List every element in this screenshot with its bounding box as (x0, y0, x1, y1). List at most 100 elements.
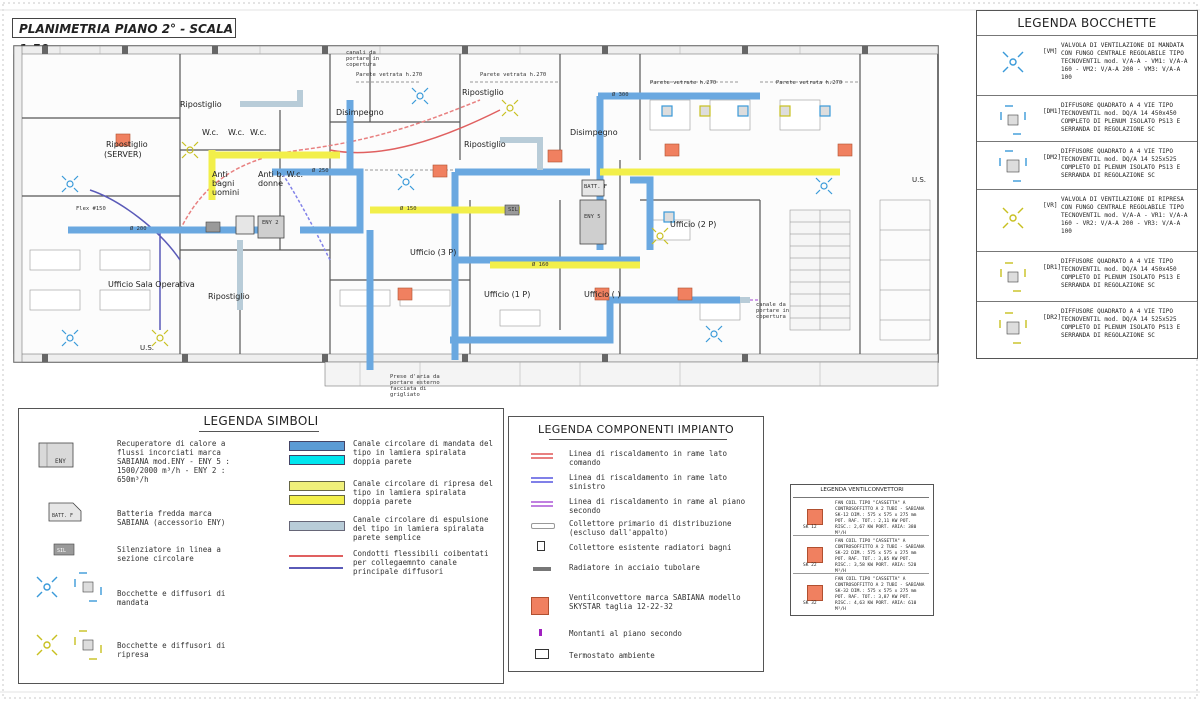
sil-label: SIL (508, 207, 518, 213)
bocchette-desc-dm2: DIFFUSORE QUADRATO A 4 VIE TIPO TECNOVEN… (1061, 148, 1181, 179)
ventil-tag-sk12: SK 12 (803, 525, 817, 530)
diffuser-m2 (61, 329, 79, 347)
eny5-unit (579, 199, 607, 245)
heating-line-blue (89, 189, 181, 330)
diffuser-m6 (815, 177, 833, 195)
exit-us-bottom: U.S. (140, 344, 155, 352)
parete-label-4: Parete vetrata h.270 (776, 80, 843, 86)
diffuser-dm3 (819, 105, 831, 117)
fancoil-7 (594, 287, 610, 301)
comp-swatch-8 (535, 649, 549, 659)
ventil-row-sk22: SK 22 FAN COIL TIPO "CASSETTA" A CONTROS… (793, 537, 929, 574)
bocchette-code-vm: [VM] (1043, 48, 1058, 55)
room-wc-1: W.c. (202, 128, 219, 137)
legend-simboli-title: LEGENDA SIMBOLI (203, 414, 319, 428)
diffuser-dm4 (663, 211, 675, 223)
legend-simboli-batt: Batteria fredda marca SABIANA (accessori… (117, 509, 226, 527)
swatch-mandata-2 (289, 455, 345, 465)
dim-label-200: Ø 200 (130, 226, 147, 232)
diffuser-r4 (651, 227, 669, 245)
room-disimpegno-1: Disimpegno (336, 108, 384, 117)
room-server: (SERVER) (104, 150, 142, 159)
legend-bocchette: LEGENDA BOCCHETTE [VM] VALVOLA DI VENTIL… (976, 10, 1198, 359)
fancoil-sk22-icon (807, 547, 823, 563)
comp-label-6: Ventilconvettore marca SABIANA modello S… (569, 593, 741, 611)
legend-duct-mandata: Canale circolare di mandata del tipo in … (353, 439, 493, 466)
comp-label-4: Collettore esistente radiatori bagni (569, 543, 732, 552)
fancoil-3 (547, 149, 563, 163)
dm2-diffuser-icon (999, 150, 1027, 182)
comp-swatch-0 (531, 453, 553, 455)
swatch-espulsione (289, 521, 345, 531)
legend-simboli-ripresa: Bocchette e diffusori di ripresa (117, 641, 226, 659)
ventil-text-sk22: FAN COIL TIPO "CASSETTA" A CONTROSOFFITT… (835, 539, 925, 574)
bocchette-row-dm1: [DM1] DIFFUSORE QUADRATO A 4 VIE TIPO TE… (977, 95, 1197, 142)
room-ripostiglio-top: Ripostiglio (180, 100, 222, 109)
eny2-unit (257, 215, 285, 239)
fancoil-sk32-icon (807, 585, 823, 601)
sil-symbol-text: SIL (57, 548, 66, 554)
bocchette-desc-dr1: DIFFUSORE QUADRATO A 4 VIE TIPO TECNOVEN… (1061, 258, 1181, 289)
comp-swatch-7 (539, 629, 542, 636)
comp-swatch-6 (531, 597, 549, 615)
legend-ventil-title: LEGENDA VENTILCONVETTORI (820, 487, 904, 493)
comp-label-8: Termostato ambiente (569, 651, 655, 660)
ventil-text-sk32: FAN COIL TIPO "CASSETTA" A CONTROSOFFITT… (835, 577, 925, 612)
fancoil-4 (664, 143, 680, 157)
room-ripostiglio-2: Ripostiglio (462, 88, 504, 97)
canali-label-bottom: Prese d'aria da portare esterno facciata… (390, 374, 440, 398)
eny-symbol-text: ENY (55, 458, 66, 465)
bocchette-desc-vr: VALVOLA DI VENTILAZIONE DI RIPRESA CON F… (1061, 196, 1188, 235)
room-ufficio-sala-operativa: Ufficio Sala Operativa (108, 280, 195, 289)
plan-title: PLANIMETRIA PIANO 2° - SCALA 1:50 (12, 18, 236, 56)
legend-ventilconvettori: LEGENDA VENTILCONVETTORI SK 12 FAN COIL … (790, 484, 934, 616)
canali-label-top: canali da portare in copertura (346, 50, 380, 68)
diffuser-r1 (151, 329, 169, 347)
comp-swatch-5 (533, 567, 551, 571)
duct-supply-right-branch (630, 176, 654, 250)
comp-label-0: Linea di riscaldamento in rame lato coma… (569, 449, 728, 467)
comp-label-7: Montanti al piano secondo (569, 629, 682, 638)
parete-label-3: Parete vetrate h.270 (650, 80, 717, 86)
legend-duct-espulsione: Canale circolare di espulsione del tipo … (353, 515, 489, 542)
legend-simboli-mandata: Bocchette e diffusori di mandata (117, 589, 226, 607)
battf-unit-1 (235, 215, 255, 235)
diffuser-r3 (501, 99, 519, 117)
swatch-flex-blue (289, 567, 343, 569)
dr2-diffuser-icon (999, 312, 1027, 344)
heating-line-blue-2 (279, 169, 331, 261)
bocchette-code-dr1: [DR1] (1043, 264, 1062, 271)
comp-label-5: Radiatore in acciaio tubolare (569, 563, 700, 572)
bocchette-desc-vm: VALVOLA DI VENTILAZIONE DI MANDATA CON F… (1061, 42, 1188, 81)
ventil-tag-sk22: SK 22 (803, 563, 817, 568)
legend-componenti-title: LEGENDA COMPONENTI IMPIANTO (538, 423, 734, 436)
ventil-text-sk12: FAN COIL TIPO "CASSETTA" A CONTROSOFFITT… (835, 501, 925, 536)
eny2-label: ENY 2 (262, 220, 279, 226)
duct-exhaust-3 (500, 137, 543, 170)
comp-swatch-2 (531, 501, 553, 503)
comp-swatch-2b (531, 505, 553, 507)
dim-label-250: Ø 250 (312, 168, 329, 174)
canali-label-right: canale da portare in copertura (756, 302, 790, 320)
duct-supply-upper (272, 168, 364, 234)
room-ufficio-3p: Ufficio (3 P) (410, 248, 457, 257)
bocchette-code-dm2: [DM2] (1043, 154, 1062, 161)
ripresa-diffuser-icon (36, 630, 102, 660)
parete-label-1: Parete vetrata h.270 (356, 72, 423, 78)
room-wc-3: W.c. (250, 128, 267, 137)
swatch-mandata-1 (289, 441, 345, 451)
exit-us-right: U.S. (912, 176, 927, 184)
duct-supply-bottom (450, 296, 740, 344)
bocchette-code-vr: [VR] (1043, 202, 1058, 209)
legend-simboli-sil: Silenziatore in linea a sezione circolar… (117, 545, 221, 563)
battf-label: BATT. F (584, 184, 608, 190)
eny-recuperator-icon: ENY (38, 442, 74, 468)
batteria-fredda-icon: BATT. F (48, 502, 82, 522)
legend-bocchette-title: LEGENDA BOCCHETTE (1017, 16, 1157, 30)
fancoil-6 (397, 287, 413, 301)
dim-label-300: Ø 300 (612, 92, 629, 98)
room-disimpegno-2: Disimpegno (570, 128, 618, 137)
flex-label: Flex #150 (76, 206, 106, 212)
legend-duct-ripresa: Canale circolare di ripresa del tipo in … (353, 479, 493, 506)
